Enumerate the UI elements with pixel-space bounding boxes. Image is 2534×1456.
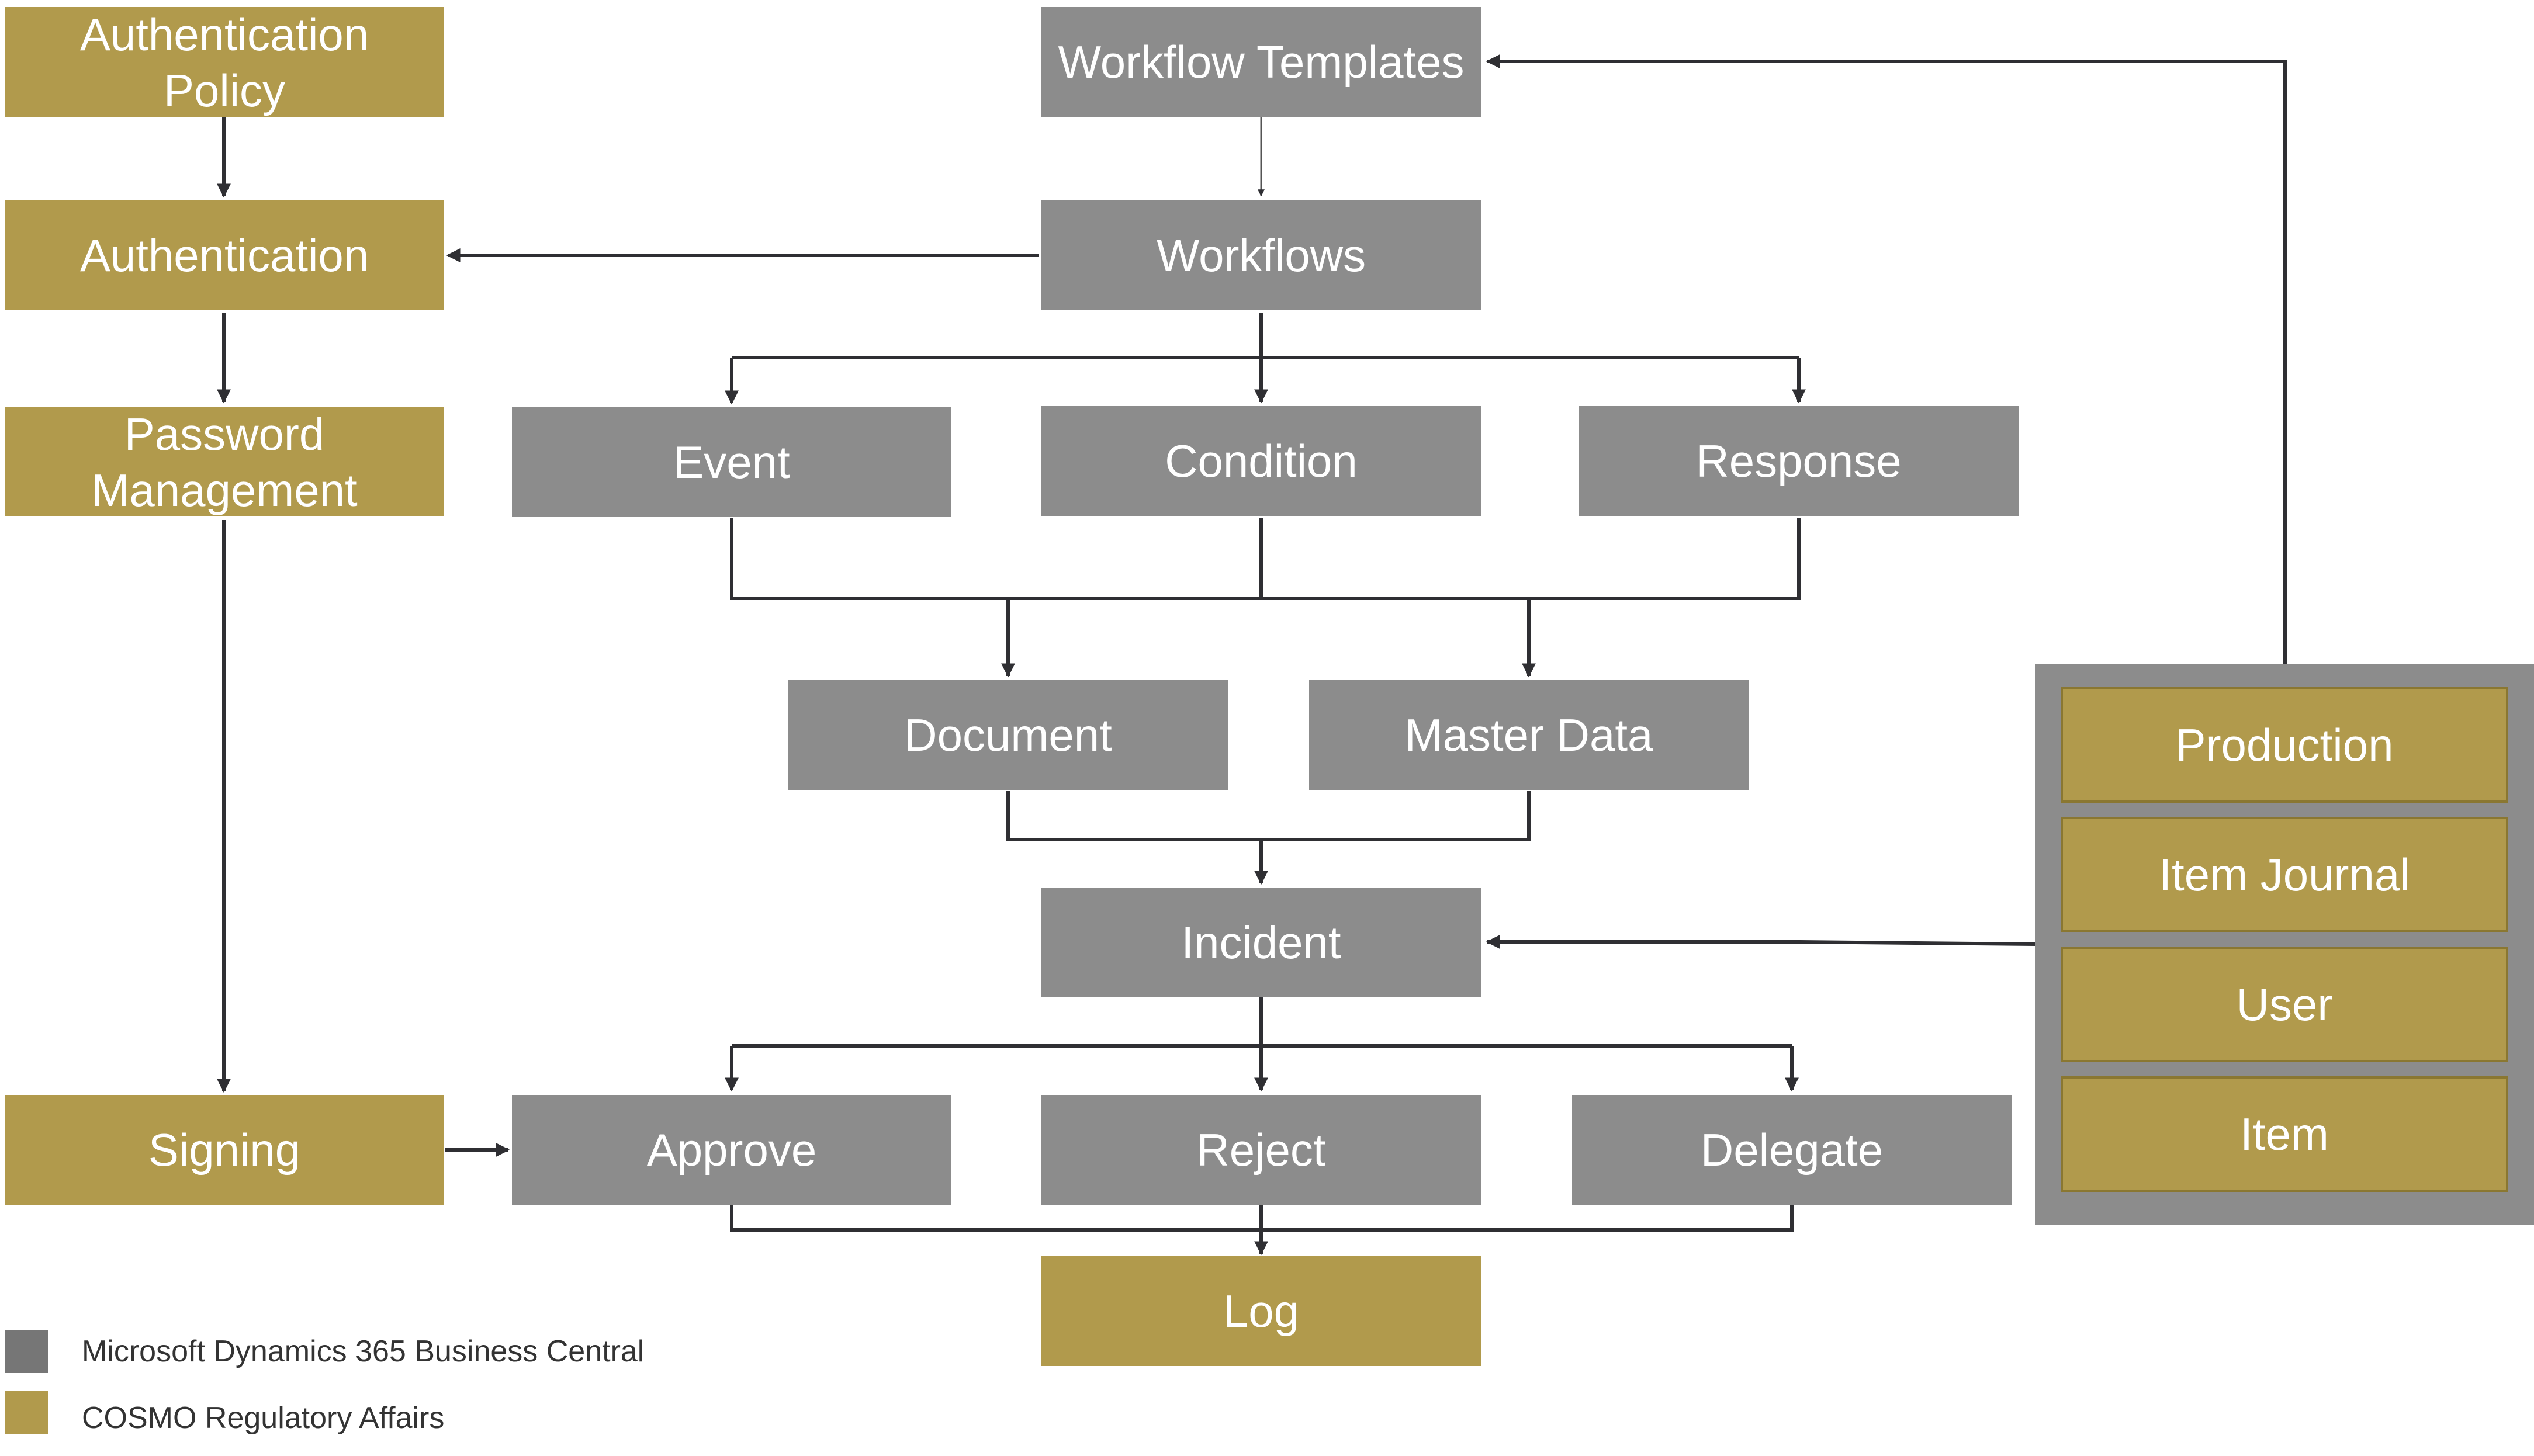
document-node: Document [788,680,1228,790]
authentication-label: Authentication [80,230,369,281]
response-node: Response [1579,406,2019,516]
delegate-label: Delegate [1701,1124,1883,1176]
log-label: Log [1223,1285,1299,1337]
auth-policy-label-line1: Authentication [80,9,369,60]
event-label: Event [673,436,790,488]
document-label: Document [904,709,1112,761]
event-node: Event [512,407,951,517]
workflows-label: Workflows [1157,230,1366,281]
legend-swatch-cosmo [5,1391,48,1434]
log-node: Log [1041,1256,1481,1366]
connector-incident-branch [732,997,1792,1048]
workflows-node: Workflows [1041,200,1481,310]
workflow-templates-node: Workflow Templates [1041,7,1481,117]
reject-label: Reject [1196,1124,1325,1176]
signing-label: Signing [148,1124,300,1176]
auth-policy-label-line2: Policy [164,65,285,116]
user-label: User [2237,979,2333,1030]
incident-label: Incident [1181,917,1341,968]
source-container: Production Item Journal User Item [2035,664,2534,1225]
approve-label: Approve [647,1124,817,1176]
user-node: User [2061,947,2508,1062]
legend-swatch-business-central [5,1330,48,1373]
approve-node: Approve [512,1095,951,1205]
legend-label-business-central: Microsoft Dynamics 365 Business Central [82,1334,644,1368]
item-journal-label: Item Journal [2159,849,2410,900]
authentication-node: Authentication [5,200,444,310]
connector-workflows-branch [732,313,1799,359]
master-data-node: Master Data [1309,680,1749,790]
connector-data-to-incident-join [1006,791,1531,841]
connector-container-to-incident [1486,935,2036,949]
password-management-label-line1: Password [124,408,324,460]
reject-node: Reject [1041,1095,1481,1205]
connector-merge-to-data [730,518,1801,600]
password-management-label-line2: Management [91,464,358,516]
connector-container-to-templates [1486,54,2287,664]
incident-node: Incident [1041,888,1481,997]
item-journal-node: Item Journal [2061,817,2508,932]
condition-node: Condition [1041,406,1481,516]
response-label: Response [1696,435,1901,487]
legend: Microsoft Dynamics 365 Business Central … [5,1330,644,1435]
connectors [217,54,2287,1256]
production-node: Production [2061,687,2508,803]
item-label: Item [2240,1108,2329,1160]
legend-label-cosmo: COSMO Regulatory Affairs [82,1401,444,1435]
item-node: Item [2061,1076,2508,1192]
master-data-label: Master Data [1405,709,1653,761]
condition-label: Condition [1165,435,1358,487]
production-label: Production [2176,719,2394,771]
auth-policy-node: Authentication Policy [5,7,444,117]
delegate-node: Delegate [1572,1095,2012,1205]
signing-node: Signing [5,1095,444,1205]
password-management-node: Password Management [5,407,444,516]
workflow-templates-label: Workflow Templates [1058,36,1464,88]
